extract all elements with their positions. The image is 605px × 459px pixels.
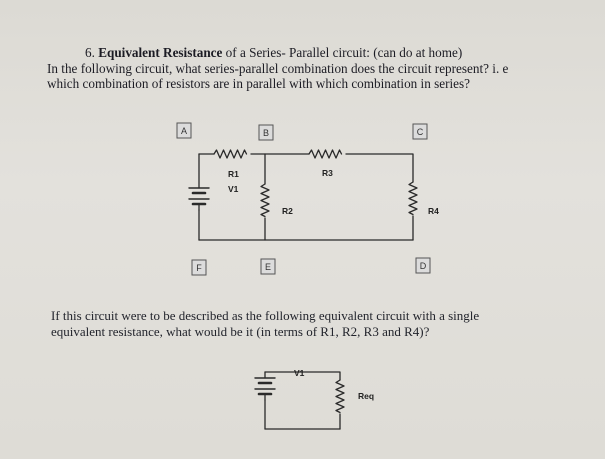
resistor-r3 (308, 149, 343, 159)
question-number: 6. (85, 45, 95, 60)
r4-label: R4 (428, 206, 439, 216)
node-f: F (191, 259, 207, 276)
question-title-rest: of a Series- Parallel circuit: (can do a… (225, 45, 463, 60)
eq-battery-v1-symbol (254, 377, 276, 401)
node-b-label: B (263, 128, 269, 138)
eq-v1-label: V1 (294, 368, 305, 378)
resistor-r2 (260, 183, 270, 218)
resistor-r4 (408, 181, 418, 216)
node-b: B (258, 124, 274, 141)
node-e: E (260, 258, 276, 275)
question-line-2: In the following circuit, what series-pa… (47, 60, 509, 76)
node-d: D (415, 257, 431, 274)
node-a: A (176, 122, 192, 139)
node-f-label: F (196, 263, 202, 273)
node-c: C (412, 123, 428, 140)
r3-label: R3 (322, 168, 333, 178)
r2-label: R2 (282, 206, 293, 216)
followup-text: If this circuit were to be described as … (51, 308, 571, 340)
question-line-3: which combination of resistors are in pa… (47, 76, 470, 91)
question-title: Equivalent Resistance (98, 45, 223, 60)
question-text: 6. Equivalent Resistance of a Series- Pa… (47, 45, 592, 92)
eq-wire-top (264, 371, 341, 381)
node-e-label: E (265, 262, 271, 272)
node-d-label: D (420, 261, 427, 271)
eq-resistor-req (335, 379, 345, 414)
r1-label: R1 (228, 169, 239, 179)
followup-line-1: If this circuit were to be described as … (51, 308, 480, 323)
battery-v1-symbol (188, 187, 210, 211)
resistor-r1 (213, 149, 248, 159)
wire-top-right (345, 153, 414, 183)
followup-line-2: equivalent resistance, what would be it … (51, 324, 430, 339)
node-a-label: A (181, 126, 187, 136)
v1-label: V1 (228, 184, 239, 194)
eq-req-label: Req (358, 391, 374, 401)
question-title-line: 6. Equivalent Resistance of a Series- Pa… (47, 45, 592, 61)
node-c-label: C (417, 127, 424, 137)
